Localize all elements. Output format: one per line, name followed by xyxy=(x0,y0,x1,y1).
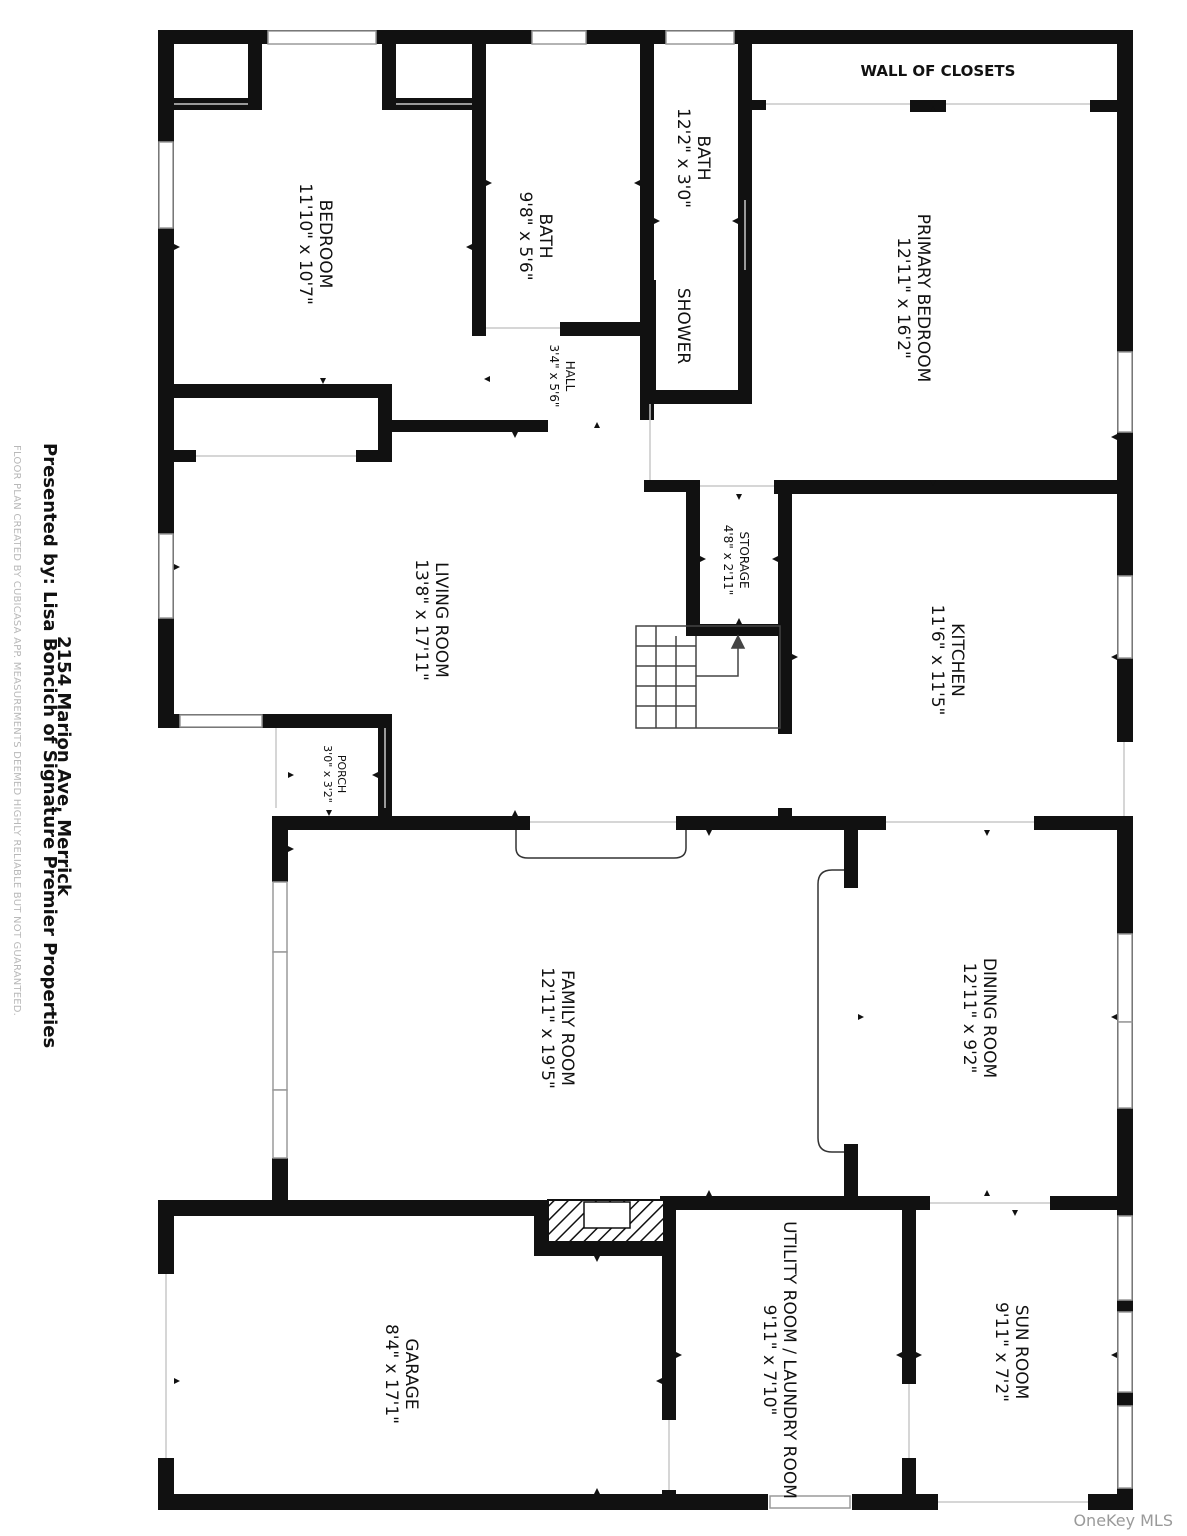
window xyxy=(769,1495,851,1509)
label-garage-size: 8'4" x 17'1" xyxy=(381,1324,401,1424)
wall-kitchen-stub xyxy=(778,808,792,830)
window xyxy=(272,1089,288,1159)
label-bath1-size: 9'8" x 5'6" xyxy=(515,191,535,280)
label-family-room-name: FAMILY ROOM xyxy=(557,970,577,1086)
label-storage-name: STORAGE xyxy=(737,531,751,588)
wall-bottom-b xyxy=(852,1494,938,1510)
wall-storage-left xyxy=(686,480,700,634)
label-porch-name: PORCH xyxy=(335,755,348,793)
label-sun-room-size: 9'11" x 7'2" xyxy=(991,1302,1011,1402)
wall-dining-left-top xyxy=(844,816,858,888)
wall-closets-bottom-a xyxy=(752,100,766,110)
wall-primary-bottom-b xyxy=(774,480,1118,494)
wall-bottom-c xyxy=(1088,1494,1133,1510)
window xyxy=(1117,575,1133,659)
wall-dining-top xyxy=(1034,816,1133,830)
watermark: OneKey MLS xyxy=(1073,1511,1173,1530)
wall-family-top-a xyxy=(272,816,530,830)
window xyxy=(1117,933,1133,1023)
presented-by: Presented by: Lisa Boncich of Signature … xyxy=(39,443,60,1049)
window xyxy=(267,30,377,45)
window xyxy=(272,951,288,1091)
window xyxy=(179,714,263,728)
window xyxy=(158,141,174,229)
label-hall-size: 3'4" x 5'6" xyxy=(547,345,561,408)
label-shower: SHOWER xyxy=(673,288,693,365)
wall-bath2-left-lower xyxy=(644,280,656,404)
label-utility-room-size: 9'11" x 7'10" xyxy=(759,1305,779,1416)
window xyxy=(158,533,174,619)
label-bath2-size: 12'2" x 3'0" xyxy=(673,108,693,208)
wall-closets-bottom-b xyxy=(910,100,946,112)
label-living-room-name: LIVING ROOM xyxy=(431,562,451,678)
walls xyxy=(158,30,1133,1510)
label-wall-of-closets: WALL OF CLOSETS xyxy=(861,62,1016,80)
label-sun-room-name: SUN ROOM xyxy=(1011,1305,1031,1400)
label-garage-name: GARAGE xyxy=(401,1338,421,1409)
wall-garage-right xyxy=(662,1200,676,1420)
stairs xyxy=(635,625,781,729)
door-openings xyxy=(165,103,1125,1503)
wall-storage-bottom xyxy=(686,624,792,636)
wall-family-left-top xyxy=(272,816,288,882)
wall-dining-left-bottom xyxy=(844,1144,858,1204)
window xyxy=(1117,351,1133,433)
wall-closet-a xyxy=(248,30,262,110)
wall-living-notch xyxy=(378,384,392,462)
label-hall-name: HALL xyxy=(563,361,577,392)
wall-utility-right-top xyxy=(902,1200,916,1384)
label-primary-bedroom-name: PRIMARY BEDROOM xyxy=(913,214,933,383)
wall-closets-bottom-c xyxy=(1090,100,1118,112)
wall-family-bottom xyxy=(660,1196,930,1210)
fireplace xyxy=(547,1199,665,1243)
window xyxy=(531,30,587,45)
label-bath2-name: BATH xyxy=(693,135,713,180)
window xyxy=(1117,1311,1133,1393)
wall-living-top-a xyxy=(174,450,196,462)
label-kitchen-size: 11'6" x 11'5" xyxy=(927,605,947,716)
disclaimer: FLOOR PLAN CREATED BY CUBICASA APP. MEAS… xyxy=(11,445,22,1017)
wall-garage-left-top xyxy=(158,1200,174,1274)
label-family-room-size: 12'11" x 19'5" xyxy=(537,967,557,1089)
wall-hall-bottom xyxy=(392,420,548,432)
wall-left-upper xyxy=(158,30,174,728)
label-utility-room-name: UTILITY ROOM / LAUNDRY ROOM xyxy=(779,1221,799,1499)
label-dining-room-size: 12'11" x 9'2" xyxy=(959,963,979,1074)
wall-closet-b xyxy=(382,30,396,110)
window xyxy=(665,30,735,45)
label-kitchen-name: KITCHEN xyxy=(947,623,967,697)
wall-bottom-a xyxy=(158,1494,768,1510)
wall-hall-stub xyxy=(472,322,486,334)
label-bedroom-name: BEDROOM xyxy=(315,200,335,289)
wall-bath2-bottom xyxy=(654,390,752,404)
label-living-room-size: 13'8" x 17'11" xyxy=(411,559,431,681)
label-porch-size: 3'0" x 3'2" xyxy=(321,745,334,803)
windows xyxy=(158,30,1133,1509)
label-primary-bedroom-size: 12'11" x 16'2" xyxy=(893,237,913,359)
window xyxy=(272,881,288,953)
label-bedroom-size: 11'10" x 10'7" xyxy=(295,183,315,305)
label-bath1-name: BATH xyxy=(535,213,555,258)
wall-storage-right xyxy=(778,480,792,734)
window xyxy=(1117,1215,1133,1301)
wall-garage-top xyxy=(158,1200,548,1216)
window xyxy=(1117,1021,1133,1109)
wall-bath1-left xyxy=(472,30,486,336)
wall-bedroom-bottom xyxy=(174,384,390,398)
label-storage-size: 4'8" x 2'11" xyxy=(721,525,735,596)
wall-fireplace-bottom xyxy=(534,1242,676,1256)
dimension-markers xyxy=(174,106,1117,1494)
openings-arches xyxy=(515,830,844,1153)
wall-bath1-bottom xyxy=(560,322,654,336)
wall-living-top-b xyxy=(356,450,392,462)
wall-sun-top xyxy=(1050,1196,1133,1210)
window xyxy=(1117,1405,1133,1489)
label-dining-room-name: DINING ROOM xyxy=(979,958,999,1078)
